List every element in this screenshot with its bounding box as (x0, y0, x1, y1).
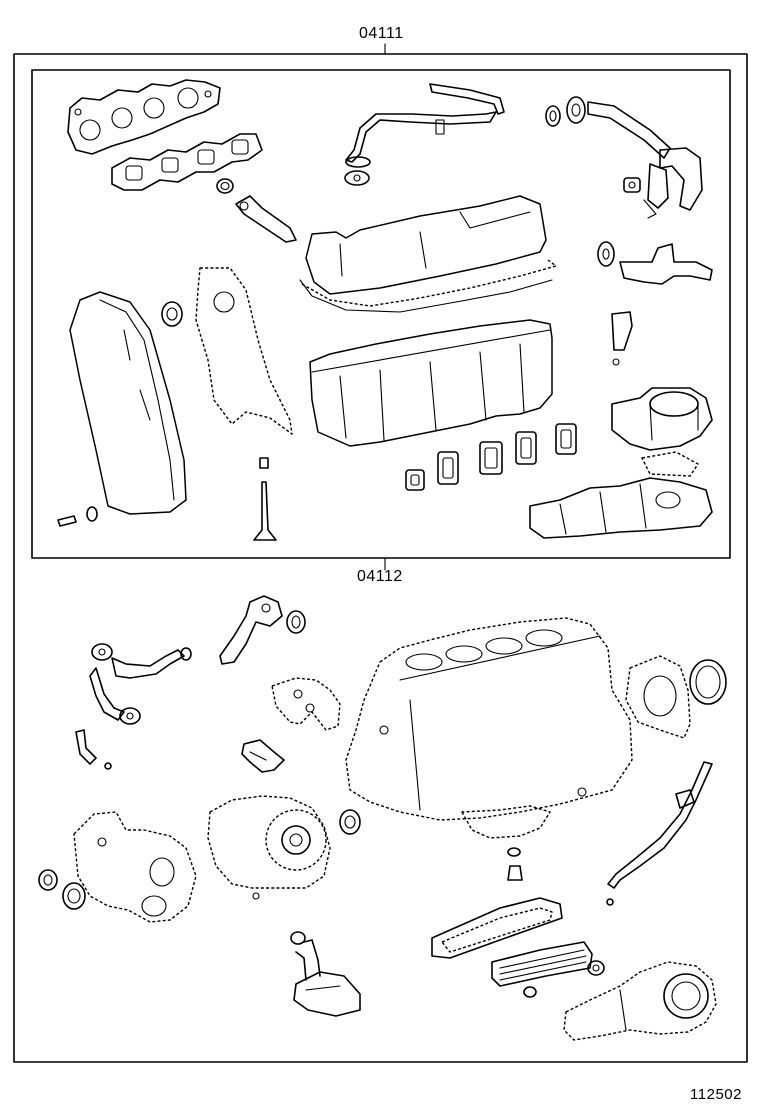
port-gaskets (406, 424, 576, 490)
bolt (58, 516, 76, 526)
water-outlet-pipe (598, 242, 712, 284)
oil-pipe-upper (220, 596, 305, 664)
thermostat-gasket (242, 740, 284, 772)
timing-gear-cover (208, 796, 330, 899)
o-ring (607, 899, 613, 905)
front-oil-seal (63, 883, 85, 909)
valve-stem-seal (612, 312, 632, 350)
outer-kit-frame (14, 54, 747, 1062)
upper-kit-part-number: 04111 (357, 25, 406, 43)
exhaust-manifold-gasket (68, 80, 220, 154)
timing-cover-gasket (196, 268, 292, 434)
timing-gear-case (74, 812, 196, 922)
rear-oil-seal-retainer (626, 656, 726, 738)
water-bypass-pipe (345, 84, 504, 185)
cylinder-head-cover (300, 196, 556, 312)
water-pump-gasket (272, 678, 340, 730)
small-gasket (105, 763, 111, 769)
seal-ring (217, 179, 233, 193)
inner-kit-frame (32, 70, 730, 558)
egr-pipe-assembly (546, 97, 702, 218)
cylinder-block (346, 618, 632, 820)
engine-valve (254, 458, 276, 540)
water-pump-housing (612, 388, 712, 476)
oil-pump-body (564, 962, 716, 1040)
union-bolt (76, 730, 96, 764)
crankshaft-seal (39, 870, 57, 890)
oil-strainer (291, 932, 360, 1016)
oil-cooler-pipe (90, 644, 191, 724)
oil-cooler-element (492, 942, 604, 997)
oil-cooler-gasket (432, 898, 562, 958)
washer (87, 507, 97, 521)
drain-plug (508, 866, 522, 880)
gear-seal (340, 810, 360, 834)
oil-pan-gasket (462, 806, 550, 838)
intake-manifold-gasket (112, 134, 262, 190)
exhaust-manifold (530, 478, 712, 538)
oil-dipstick-tube (608, 762, 712, 888)
lower-kit-part-number: 04112 (355, 568, 405, 586)
timing-belt-cover (70, 292, 186, 514)
diagram-code: 112502 (688, 1086, 744, 1104)
cylinder-head (310, 320, 552, 446)
oil-seal (162, 302, 182, 326)
elbow-pipe (236, 196, 296, 242)
drain-plug-gasket (508, 848, 520, 856)
